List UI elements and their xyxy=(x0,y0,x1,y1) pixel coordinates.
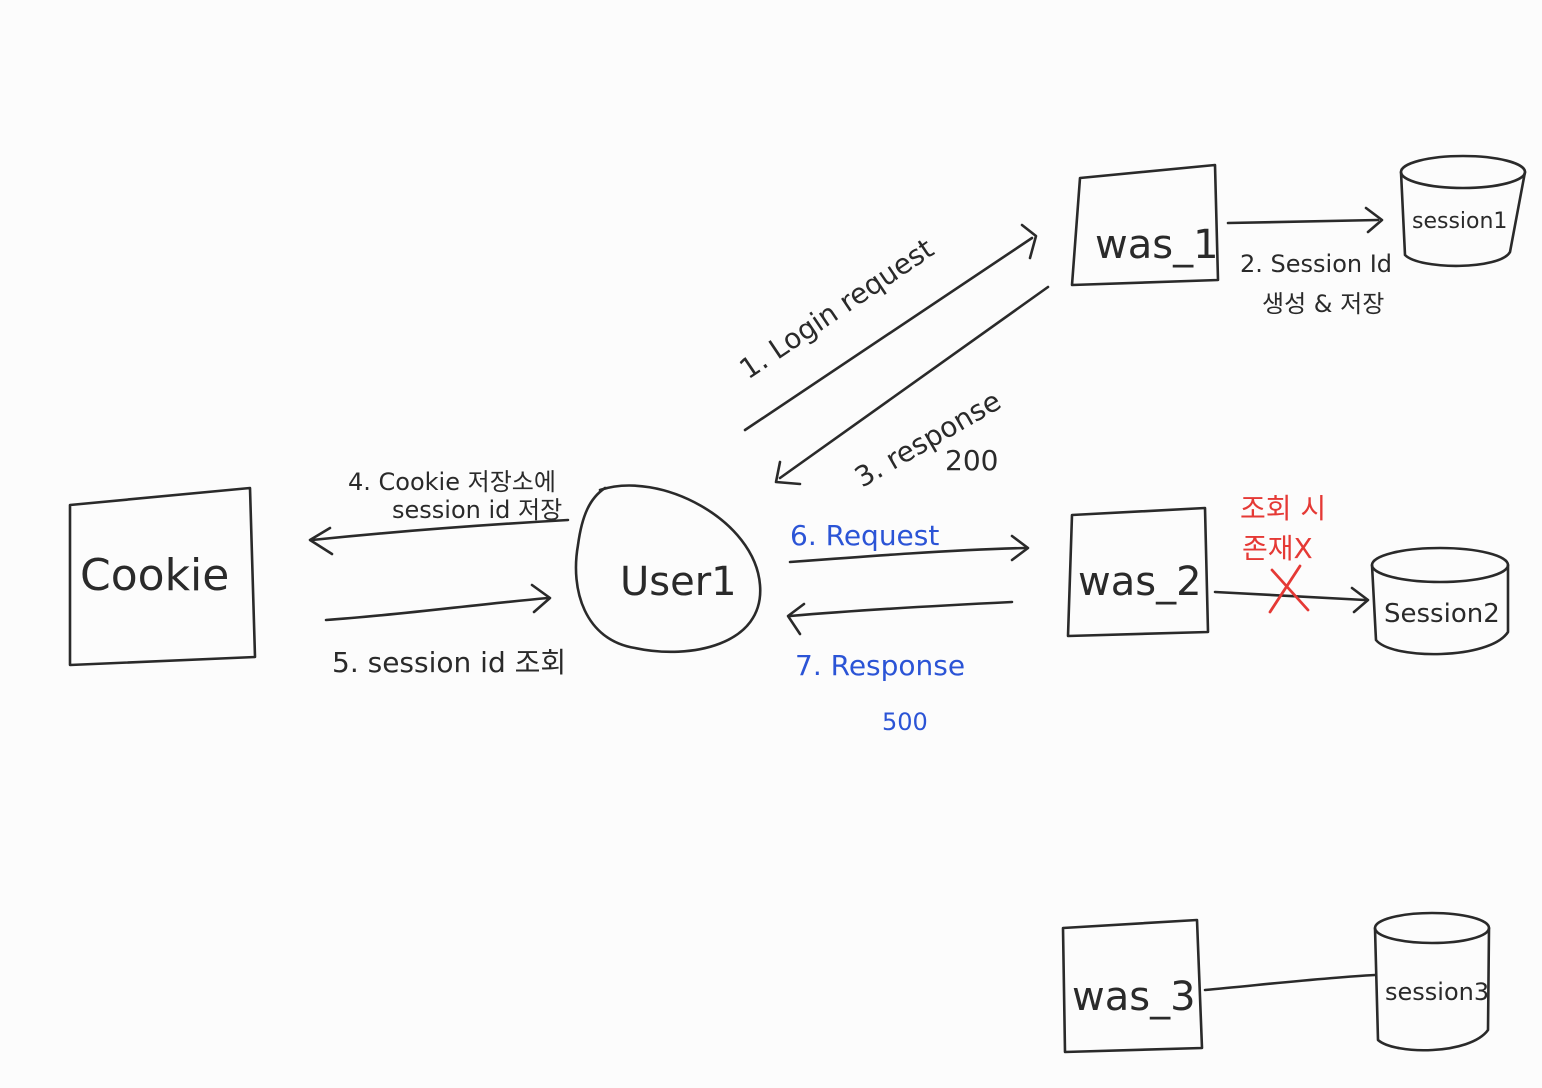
session2-label: Session2 xyxy=(1384,599,1500,629)
session3-label: session3 xyxy=(1385,978,1489,1006)
arrow-login-request xyxy=(743,223,1038,432)
session3-node: session3 xyxy=(1373,911,1491,1052)
was2-label: was_2 xyxy=(1078,559,1202,605)
cookie-label: Cookie xyxy=(80,550,229,601)
was2-node: was_2 xyxy=(1066,506,1210,638)
session1-node: session1 xyxy=(1399,154,1527,268)
lookup-fail-x-icon xyxy=(1268,564,1310,614)
step5-label: 5. session id 조회 xyxy=(332,646,566,679)
arrow-response-500 xyxy=(786,600,1014,636)
user-node: User1 xyxy=(574,484,762,654)
session1-label: session1 xyxy=(1412,209,1507,234)
arrow-response-200 xyxy=(774,285,1050,486)
step3-label-line2: 200 xyxy=(945,444,998,477)
arrow-create-session xyxy=(1226,206,1384,234)
step2-label-line1: 2. Session Id xyxy=(1240,250,1392,278)
user-label: User1 xyxy=(620,559,737,605)
step1-label: 1. Login request xyxy=(733,232,939,386)
step6-label: 6. Request xyxy=(790,519,939,552)
lookup-note-line1: 조회 시 xyxy=(1240,492,1326,525)
was1-node: was_1 xyxy=(1070,163,1220,287)
step2-label-line2: 생성 & 저장 xyxy=(1262,290,1384,318)
step4-label-line1: 4. Cookie 저장소에 xyxy=(348,468,556,496)
arrow-request xyxy=(788,534,1030,564)
step4-label-line2: session id 저장 xyxy=(392,496,562,524)
arrow-store-cookie xyxy=(308,518,570,556)
step3-label-line1: 3. response xyxy=(849,384,1006,494)
was3-node: was_3 xyxy=(1061,918,1204,1054)
step7-label-line2: 500 xyxy=(882,708,928,736)
session2-node: Session2 xyxy=(1370,546,1510,656)
cookie-node: Cookie xyxy=(68,486,257,667)
link-was3-session3 xyxy=(1203,973,1377,992)
arrow-session-lookup xyxy=(1213,586,1370,614)
was3-label: was_3 xyxy=(1072,974,1196,1020)
was1-label: was_1 xyxy=(1095,222,1219,268)
step7-label-line1: 7. Response xyxy=(795,649,965,682)
lookup-note-line2: 존재X xyxy=(1242,532,1313,565)
arrow-lookup-cookie xyxy=(324,583,552,622)
